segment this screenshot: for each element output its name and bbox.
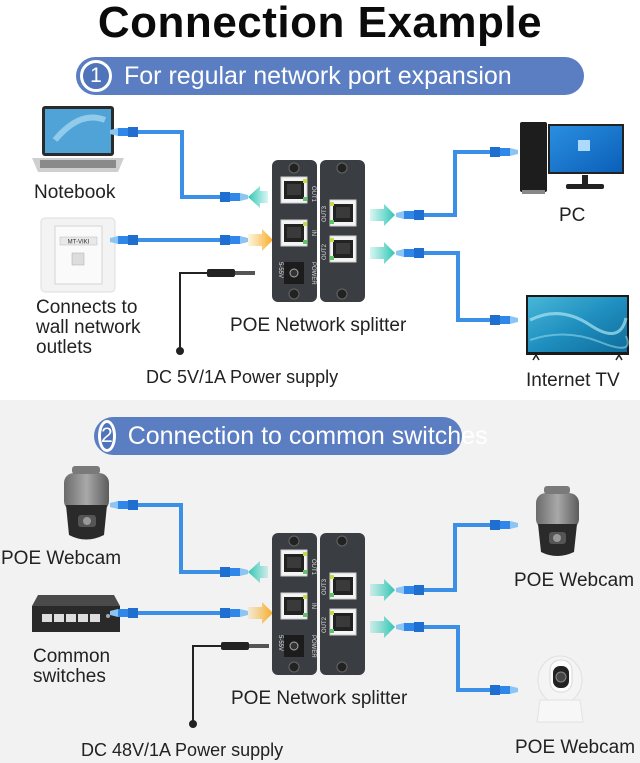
switch-label-line-1: Common <box>33 646 111 667</box>
arrow-in-icon <box>248 602 273 624</box>
power-supply-label: DC 48V/1A Power supply <box>81 740 284 760</box>
port-label-in: IN <box>310 230 316 236</box>
arrow-out-icon <box>370 616 395 638</box>
power-cable-section-1 <box>176 269 255 355</box>
port-label-out2: OUT2 <box>322 616 328 633</box>
network-switch-icon <box>32 595 120 632</box>
splitter-port-labels: OUT1 IN POWER 5-55V OUT3 OUT2 <box>277 559 328 658</box>
indoor-webcam-icon <box>536 655 584 723</box>
wall-outlet-label-line-2: wall network <box>36 317 141 338</box>
power-supply-label: DC 5V/1A Power supply <box>146 367 339 387</box>
tv-icon <box>526 295 629 361</box>
arrow-out-icon <box>370 579 395 601</box>
arrow-out-icon <box>248 186 268 208</box>
arrow-in-icon <box>248 229 273 251</box>
port-label-voltage: 5-55V <box>277 635 283 651</box>
port-label-in: IN <box>310 603 316 609</box>
desktop-pc-icon <box>520 122 624 194</box>
power-cable-section-2 <box>189 642 269 728</box>
port-label-out3: OUT3 <box>322 205 328 222</box>
webcam-right-top-label: POE Webcam <box>514 570 635 591</box>
port-label-out3: OUT3 <box>322 578 328 595</box>
wall-outlet-label-line-3: outlets <box>36 337 92 358</box>
ptz-webcam-icon <box>536 486 579 556</box>
poe-splitter-device <box>272 160 365 302</box>
wall-outlet-icon <box>40 217 116 293</box>
laptop-icon <box>32 106 124 172</box>
splitter-label: POE Network splitter <box>231 688 408 709</box>
notebook-label: Notebook <box>34 182 116 203</box>
section-number-badge: 1 <box>80 60 112 92</box>
switch-label-line-2: switches <box>33 666 106 687</box>
wall-outlet-label-line-1: Connects to <box>36 297 138 318</box>
pc-label: PC <box>559 205 586 226</box>
port-label-out2: OUT2 <box>322 243 328 260</box>
section-1-heading: 1 For regular network port expansion <box>76 57 584 95</box>
internet-tv-label: Internet TV <box>526 370 620 391</box>
section-heading-text: Connection to common switches <box>127 421 488 450</box>
splitter-port-labels: OUT1 IN POWER 5-55V OUT3 OUT2 <box>277 186 328 285</box>
port-label-out1: OUT1 <box>310 559 316 576</box>
port-label-out1: OUT1 <box>310 186 316 203</box>
outlet-brand-label: MT-VIKI <box>68 240 90 246</box>
port-label-voltage: 5-55V <box>277 262 283 278</box>
arrow-out-icon <box>370 242 395 264</box>
section-heading-text: For regular network port expansion <box>124 61 512 90</box>
page-title: Connection Example <box>97 0 543 47</box>
poe-splitter-device <box>272 533 365 675</box>
webcam-left-label: POE Webcam <box>1 548 122 569</box>
webcam-right-bottom-label: POE Webcam <box>515 737 636 758</box>
cables-section-1 <box>138 130 495 322</box>
section-2-heading: 2 Connection to common switches <box>94 417 488 455</box>
port-label-power: POWER <box>310 635 316 658</box>
arrow-out-icon <box>370 204 395 226</box>
cables-section-2 <box>138 503 495 692</box>
arrow-out-icon <box>248 561 268 583</box>
splitter-label: POE Network splitter <box>230 315 407 336</box>
section-number-badge: 2 <box>98 420 116 452</box>
ptz-webcam-icon <box>64 466 109 540</box>
port-label-power: POWER <box>310 262 316 285</box>
